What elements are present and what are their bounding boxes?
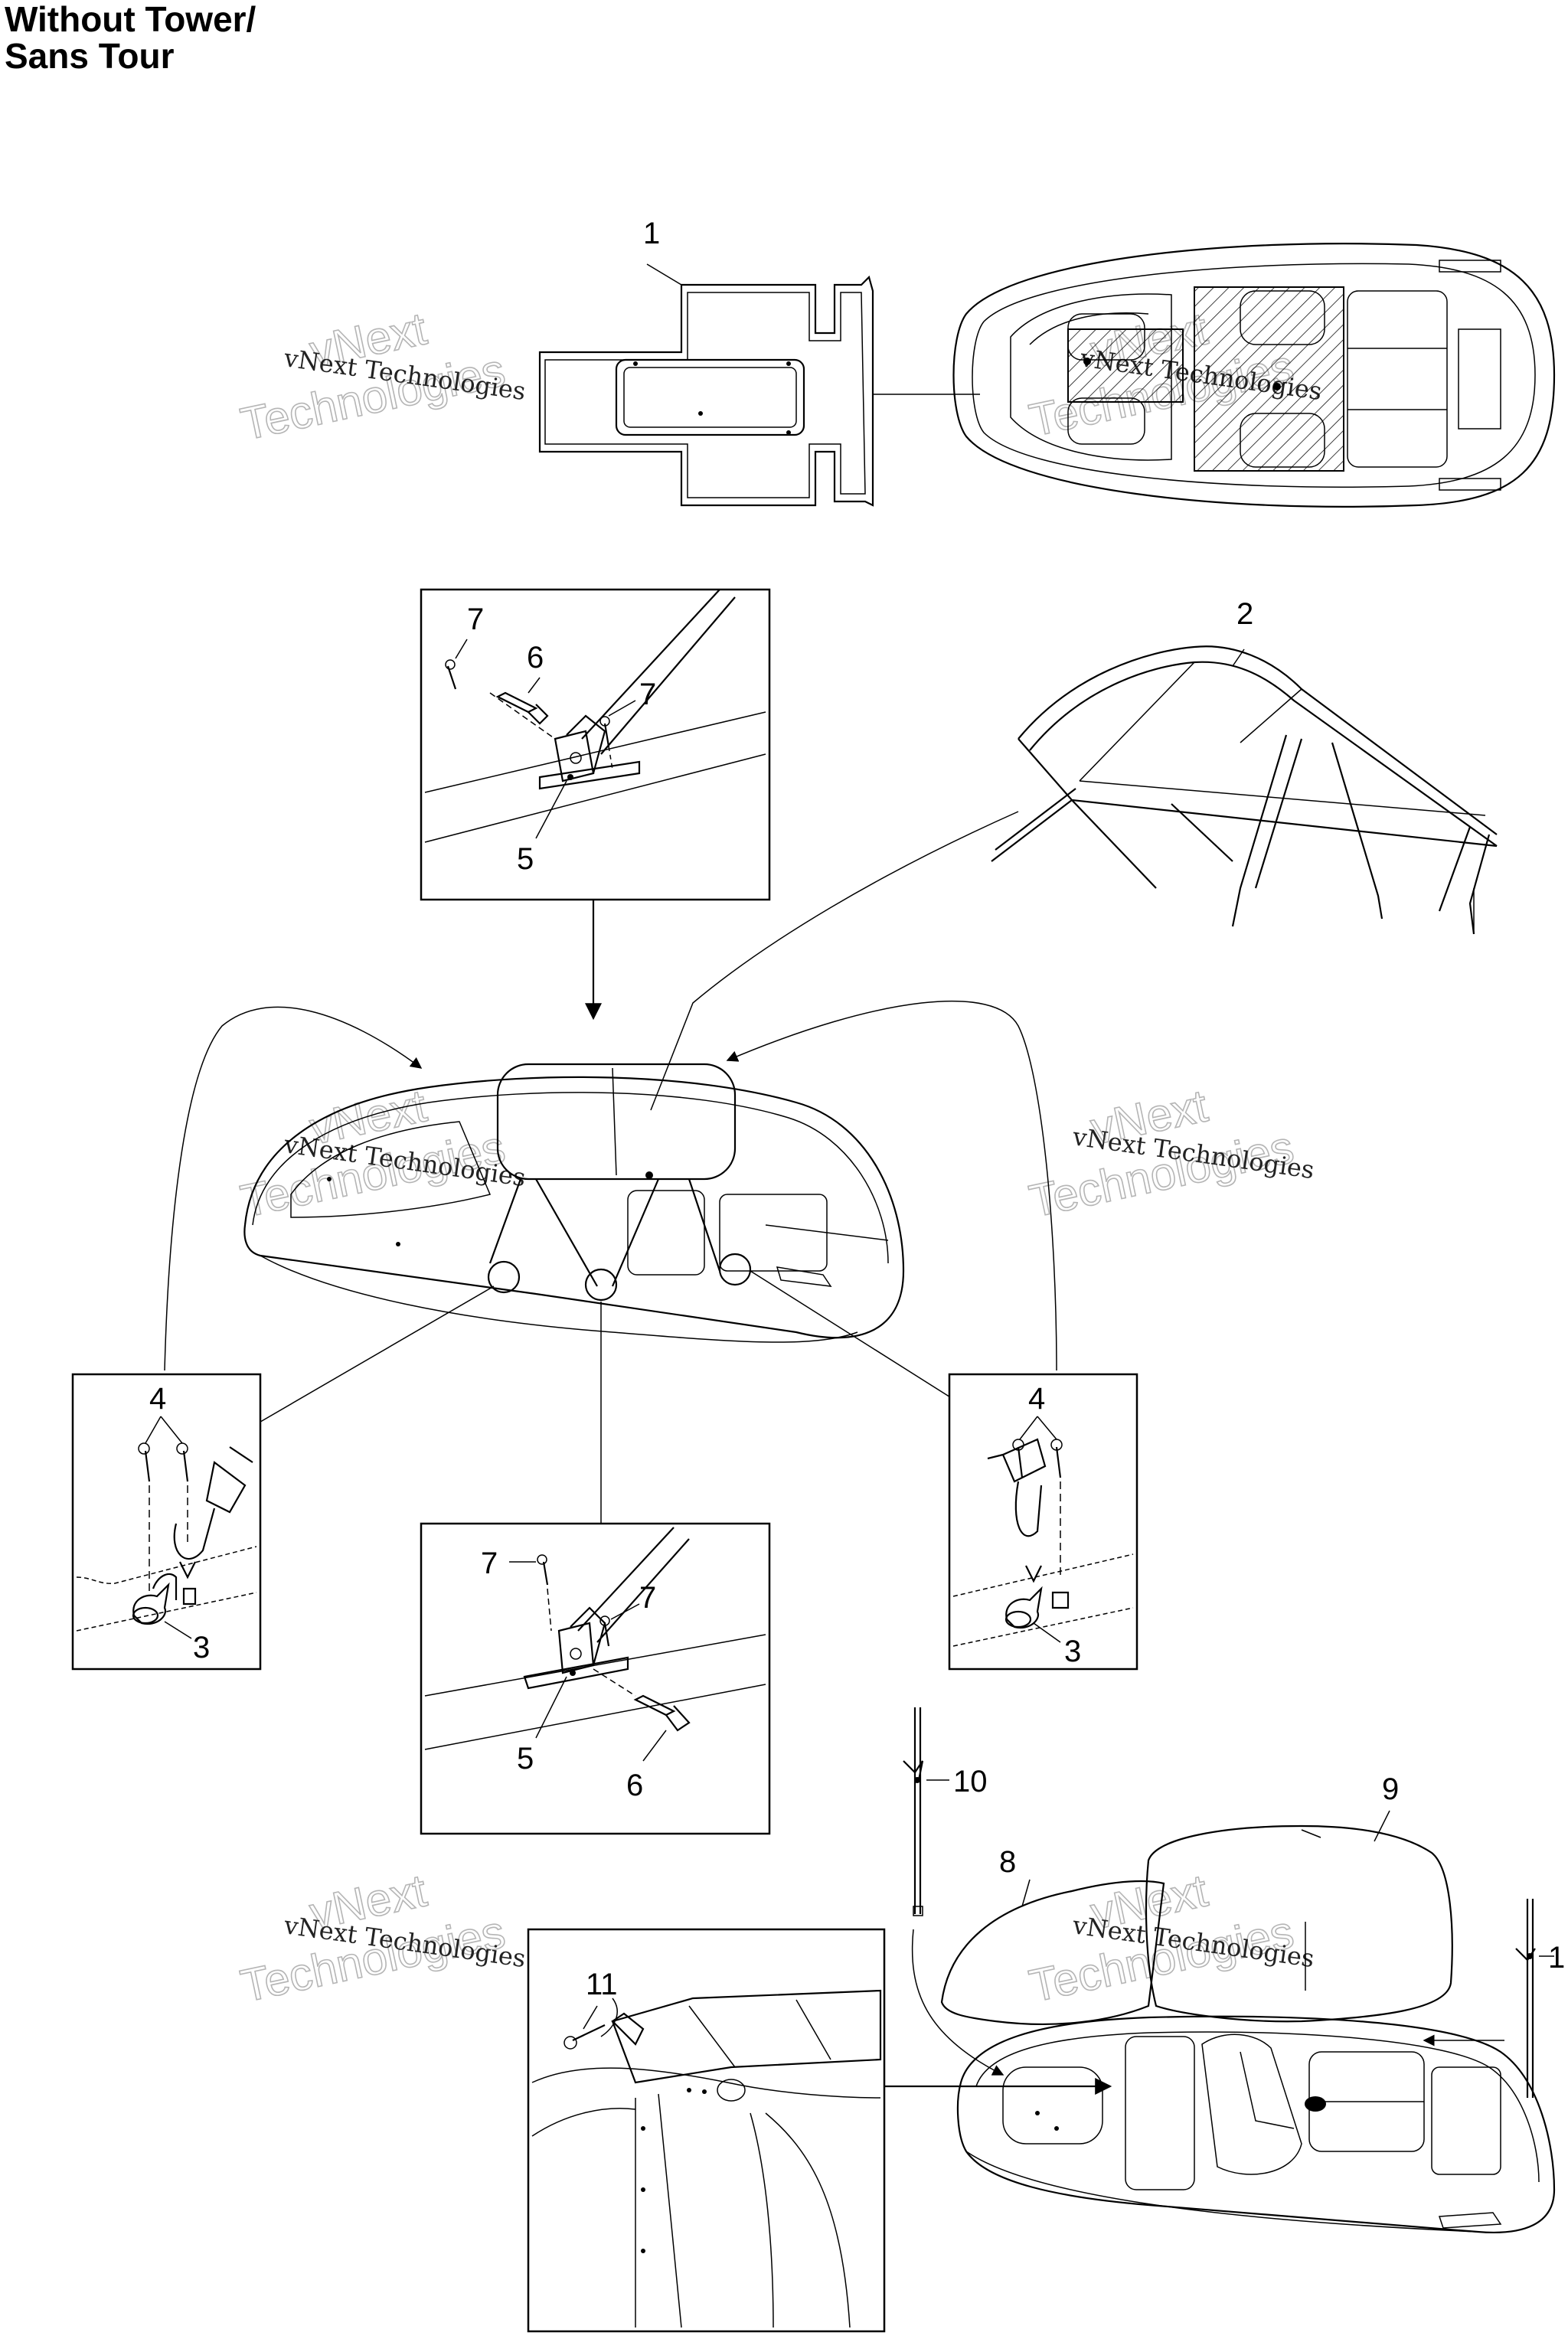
watermark-6: vNext Technologies vNext Technologies bbox=[1024, 1864, 1316, 2012]
callout-6a: 6 bbox=[527, 641, 544, 675]
detail-box-tiedown-left bbox=[71, 1373, 262, 1671]
watermark-1: vNext Technologies vNext Technologies bbox=[236, 302, 528, 450]
boat-top-view-drawing bbox=[952, 243, 1556, 508]
callout-4b: 4 bbox=[1028, 1382, 1045, 1416]
support-pole-drawing bbox=[903, 1707, 924, 1916]
watermark-3: vNext Technologies vNext Technologies bbox=[236, 1079, 528, 1227]
cover-front-drawing bbox=[940, 1880, 1165, 2026]
diagram-title-english: Without Tower/ bbox=[5, 0, 256, 39]
callout-10: 10 bbox=[953, 1765, 988, 1798]
watermark-4: vNext Technologies vNext Technologies bbox=[1024, 1079, 1316, 1227]
watermark-5: vNext Technologies vNext Technologies bbox=[236, 1864, 528, 2012]
boat-with-bimini-drawing bbox=[243, 1063, 905, 1343]
callout-9: 9 bbox=[1382, 1772, 1399, 1806]
callout-2: 2 bbox=[1236, 597, 1253, 631]
callout-3a: 3 bbox=[193, 1631, 210, 1664]
callout-11: 11 bbox=[586, 1968, 618, 2001]
diagram-title-french: Sans Tour bbox=[5, 36, 175, 76]
callout-5a: 5 bbox=[517, 842, 534, 876]
floor-mat-drawing bbox=[538, 275, 874, 507]
boat-with-cover-drawing bbox=[956, 2015, 1556, 2233]
support-pole-right-drawing bbox=[1515, 1899, 1536, 2098]
detail-box-snap-fastener bbox=[527, 1928, 886, 2333]
callout-7b: 7 bbox=[639, 678, 656, 711]
callout-6b: 6 bbox=[626, 1769, 643, 1802]
callout-5b: 5 bbox=[517, 1742, 534, 1775]
detail-box-tiedown-right bbox=[948, 1373, 1138, 1671]
callout-7d: 7 bbox=[639, 1581, 656, 1615]
callout-3b: 3 bbox=[1064, 1635, 1081, 1668]
callout-7a: 7 bbox=[467, 603, 484, 636]
detail-box-bracket-top bbox=[420, 588, 771, 901]
callout-4a: 4 bbox=[149, 1382, 166, 1416]
detail-box-bracket-bottom bbox=[420, 1522, 771, 1835]
callout-1b: 1 bbox=[1548, 1941, 1565, 1975]
bimini-frame-drawing bbox=[991, 645, 1498, 935]
cover-rear-drawing bbox=[1145, 1824, 1453, 2023]
callout-8: 8 bbox=[999, 1845, 1016, 1879]
callout-7c: 7 bbox=[481, 1547, 498, 1580]
callout-1: 1 bbox=[643, 217, 660, 250]
